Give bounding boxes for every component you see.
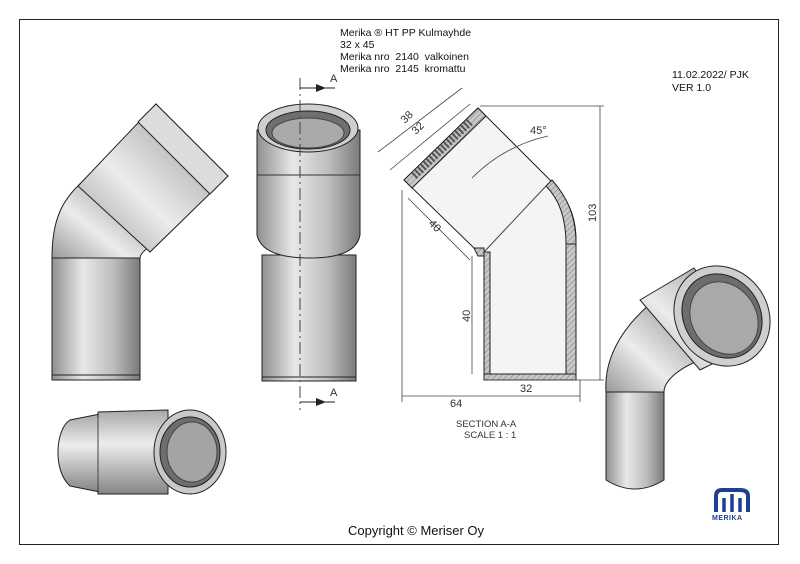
dim-inner-diameter-top: 32 <box>410 120 427 137</box>
merika-logo <box>714 488 750 512</box>
dim-width: 64 <box>450 398 462 410</box>
title-line-size: 32 x 45 <box>340 39 375 51</box>
section-view <box>377 87 604 402</box>
iso-view-horizontal <box>57 409 227 495</box>
dim-socket-length: 40 <box>426 218 443 235</box>
dim-leg-length: 40 <box>461 310 473 322</box>
title-line-product: Merika ® HT PP Kulmayhde <box>340 27 472 39</box>
logo-wordmark: MERIKA <box>712 515 743 522</box>
drawing-date: 11.02.2022/ PJK <box>672 69 749 81</box>
title-line-white: Merika nro 2140 valkoinen <box>340 51 469 63</box>
dim-outer-diameter: 38 <box>399 109 416 126</box>
side-view <box>51 103 229 381</box>
title-line-chrome: Merika nro 2145 kromattu <box>340 63 466 75</box>
front-view <box>256 78 361 410</box>
cut-label-top: A <box>330 73 338 85</box>
copyright-text: Copyright © Meriser Oy <box>348 523 484 538</box>
cut-label-bottom: A <box>330 387 338 399</box>
drawing-version: VER 1.0 <box>672 82 712 94</box>
dim-height: 103 <box>587 204 599 222</box>
dim-inner-diameter-bottom: 32 <box>520 383 532 395</box>
dim-angle: 45° <box>530 125 547 137</box>
section-scale: SCALE 1 : 1 <box>464 430 516 441</box>
section-label: SECTION A-A <box>456 419 517 430</box>
drawing-border <box>19 19 779 545</box>
iso-view-elbow <box>605 265 771 490</box>
